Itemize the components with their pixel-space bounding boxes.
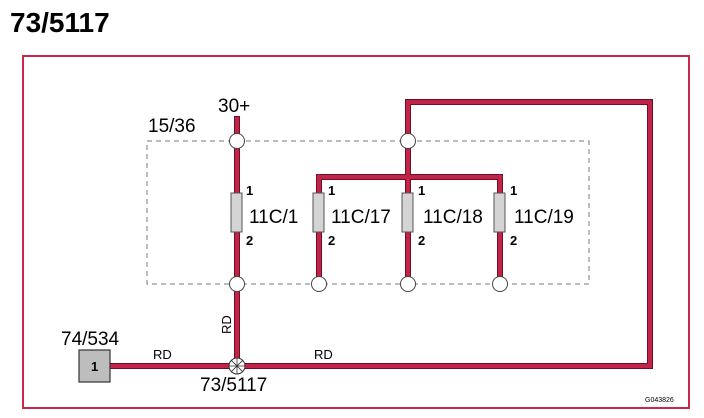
fuse-label: 11C/19 [514, 207, 574, 228]
junction-dot [405, 174, 411, 180]
connector-body [78, 349, 111, 383]
fuse-label: 11C/1 [249, 207, 298, 228]
wire-color-left: RD [153, 347, 172, 362]
terminal-top-busbar [400, 133, 416, 149]
box-terminals [229, 133, 508, 292]
junction-dot [316, 174, 322, 180]
fuse-11c1: 1 2 11C/1 [230, 183, 298, 248]
fuse-label: 11C/17 [331, 207, 391, 228]
fuse-pin-top: 1 [510, 183, 517, 198]
fuse-body [230, 192, 243, 233]
fuse-pin-bottom: 2 [328, 233, 335, 248]
page-title: 73/5117 [10, 7, 110, 38]
splice-id: 73/5117 [200, 375, 267, 396]
wires [107, 99, 653, 369]
fuse-pin-bottom: 2 [246, 233, 253, 248]
terminal-bottom-11c17 [311, 276, 327, 292]
fuse-box-id: 15/36 [148, 116, 196, 137]
splice-73-5117: 73/5117 [200, 357, 267, 396]
connector-pin: 1 [91, 359, 98, 374]
connector-74-534: 1 74/534 [61, 329, 120, 383]
fuse-body [493, 192, 506, 233]
supply-voltage-label: 30+ [218, 96, 250, 117]
fuse-11c17: 1 2 11C/17 [312, 183, 391, 248]
terminal-bottom-11c1 [229, 276, 245, 292]
terminal-bottom-11c19 [492, 276, 508, 292]
fuse-body [312, 192, 325, 233]
junction-dot [497, 174, 503, 180]
fuse-pin-top: 1 [328, 183, 335, 198]
wire-color-vertical: RD [219, 315, 234, 334]
fuse-pin-top: 1 [246, 183, 253, 198]
terminal-top-11c1 [229, 133, 245, 149]
terminal-bottom-11c18 [400, 276, 416, 292]
diagram-frame [22, 55, 690, 409]
fuse-pin-top: 1 [418, 183, 425, 198]
fuse-pin-bottom: 2 [418, 233, 425, 248]
drawing-code: G043826 [645, 397, 674, 404]
wire-splice-return-loop [234, 99, 653, 369]
fuse-body [401, 192, 414, 233]
wire-color-right: RD [314, 347, 333, 362]
fuse-pin-bottom: 2 [510, 233, 517, 248]
splice-cross [229, 358, 245, 374]
fuse-11c18: 1 2 11C/18 [401, 183, 483, 248]
connector-id: 74/534 [61, 329, 120, 350]
fuse-11c19: 1 2 11C/19 [493, 183, 574, 248]
fuse-box-outline [146, 140, 590, 285]
fuse-label: 11C/18 [423, 207, 483, 228]
